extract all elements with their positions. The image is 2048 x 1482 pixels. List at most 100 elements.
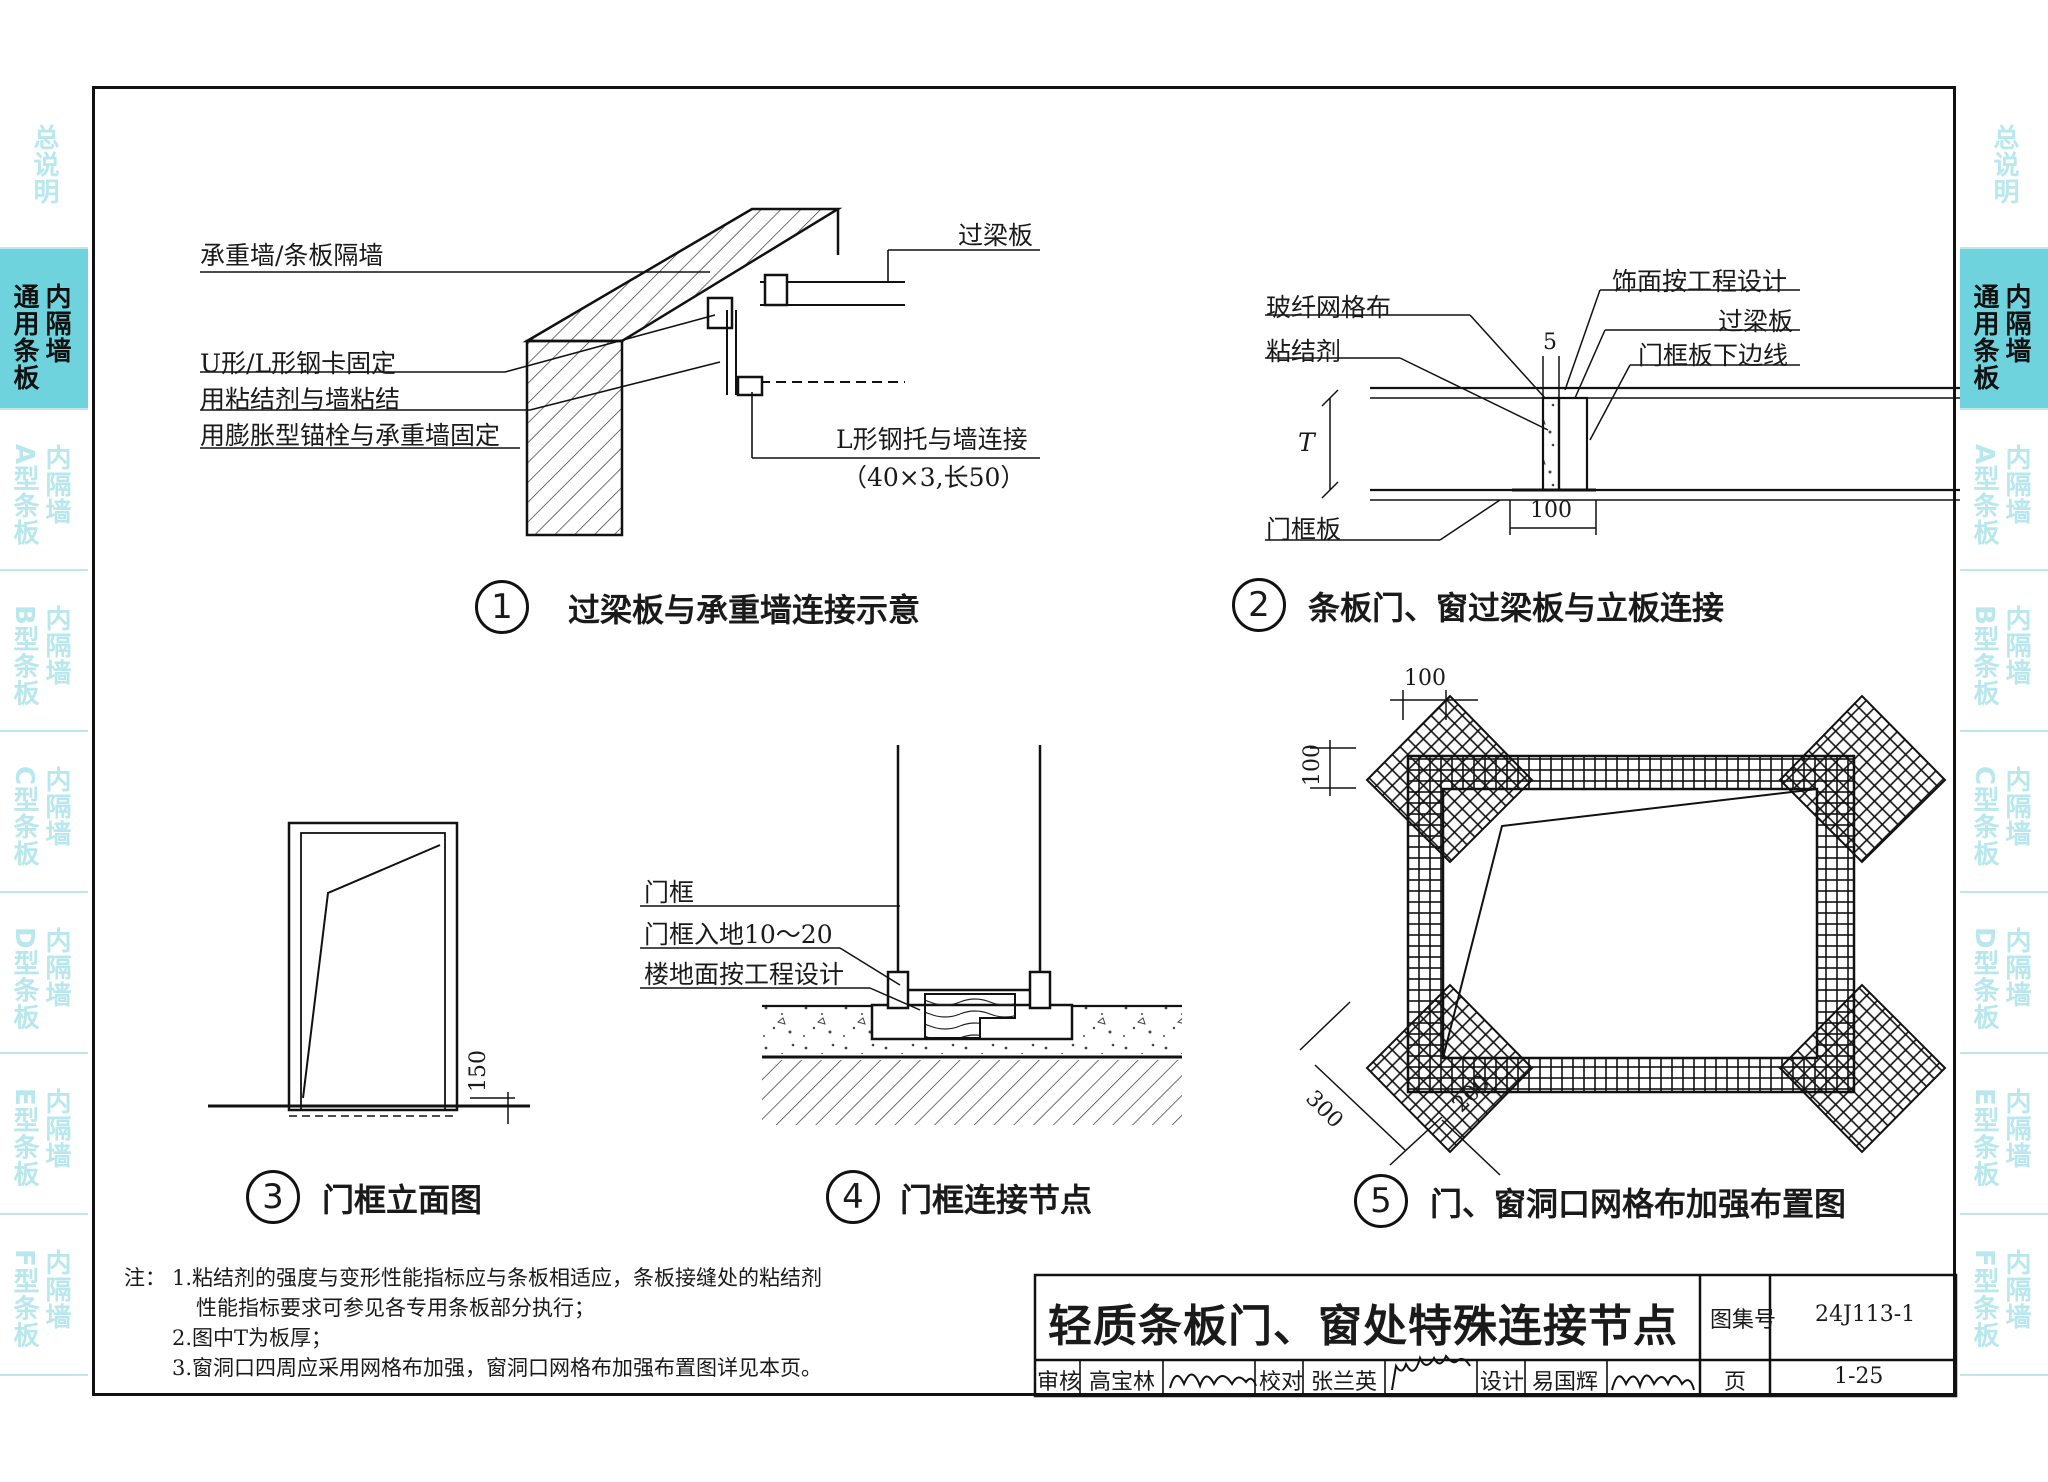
left-tab-sublabel-6: 内隔墙 [41,1088,71,1169]
left-tab-sublabel-4: 内隔墙 [41,766,71,847]
dim-100-left: 100 [1300,744,1325,786]
designer-name: 易国辉 [1532,1370,1599,1395]
diagram-5-number: 5 [1354,1174,1408,1228]
left-tab-sublabel-5: 内隔墙 [41,927,71,1008]
right-tab-label-1: 通用条板 [1969,283,1999,391]
label-frame-board: 门框板 [1266,515,1342,544]
left-tab-sublabel-3: 内隔墙 [41,605,71,686]
right-tab-label-4: C型条板 [1969,766,1999,868]
right-tab-label-2: A型条板 [1969,444,1999,547]
diagram-5-caption: 门、窗洞口网格布加强布置图 [1430,1185,1847,1223]
note-1-cont: 性能指标要求可参见各专用条板部分执行； [196,1296,595,1320]
diagram-4-number: 4 [826,1170,880,1224]
label-adhesive-2: 粘结剂 [1266,337,1342,366]
right-tab-label-5: D型条板 [1969,927,1999,1031]
right-tab-label-6: E型条板 [1969,1088,1999,1188]
left-tab-label-2: A型条板 [9,444,39,547]
label-anchor: 用膨胀型锚栓与承重墙固定 [200,421,501,450]
label-bracket: L形钢托与墙连接 [836,425,1028,454]
dim-t: T [1298,428,1315,457]
label-lintel: 过梁板 [958,221,1034,250]
drawing-frame [92,86,1956,1396]
right-tab-sublabel-5: 内隔墙 [2001,927,2031,1008]
diagram-3-number: 3 [246,1170,300,1224]
atlas-number: 24J113-1 [1815,1302,1916,1327]
page-number: 1-25 [1834,1364,1884,1389]
right-tab-0[interactable]: 总说明 [1960,88,2048,249]
label-clip: U形/L形钢卡固定 [200,349,397,378]
label-adhesive: 用粘结剂与墙粘结 [200,385,401,414]
right-tab-sublabel-3: 内隔墙 [2001,605,2031,686]
right-tab-label-3: B型条板 [1969,605,1999,707]
atlas-label: 图集号 [1710,1308,1777,1333]
left-tab-sublabel-2: 内隔墙 [41,444,71,525]
left-tab-0[interactable]: 总说明 [0,88,88,249]
check-label: 校对 [1259,1370,1304,1395]
diagram-4-caption: 门框连接节点 [900,1181,1093,1219]
designer-signature [1611,1374,1695,1391]
left-tab-label-0: 总说明 [29,124,59,205]
title-block-lines [1033,1273,1958,1398]
left-tab-1[interactable]: 内隔墙通用条板 [0,249,88,410]
diagram-4-lines [640,745,1182,1125]
diagram-3-caption: 门框立面图 [322,1181,483,1219]
left-tab-label-7: F型条板 [9,1249,39,1349]
left-tab-sublabel-1: 内隔墙 [41,283,71,364]
diagram-3-lines [208,821,530,1124]
left-tab-label-4: C型条板 [9,766,39,868]
drawing-title: 轻质条板门、窗处特殊连接节点 [1048,1301,1678,1352]
left-tab-label-6: E型条板 [9,1088,39,1188]
label-bottom-line: 门框板下边线 [1638,341,1789,370]
right-tab-sublabel-2: 内隔墙 [2001,444,2031,525]
label-floor: 楼地面按工程设计 [644,960,845,989]
left-tab-label-5: D型条板 [9,927,39,1031]
dim-150: 150 [466,1050,491,1092]
label-finish: 饰面按工程设计 [1612,267,1788,296]
diagram-2-caption: 条板门、窗过梁板与立板连接 [1308,589,1725,627]
diagram-1-lines [200,207,1040,537]
checker-signature [1391,1354,1471,1391]
diagram-2-number: 2 [1232,578,1286,632]
note-3: 3.窗洞口四周应采用网格布加强，窗洞口网格布加强布置图详见本页。 [172,1356,823,1380]
note-2: 2.图中T为板厚； [172,1326,333,1350]
label-mesh: 玻纤网格布 [1266,293,1392,322]
dim-100-top: 100 [1404,666,1446,691]
signatures [1169,1354,1695,1391]
label-door-frame: 门框 [644,878,695,907]
diagram-1-caption: 过梁板与承重墙连接示意 [568,591,921,629]
left-tab-label-3: B型条板 [9,605,39,707]
label-frame-embed: 门框入地10～20 [644,920,833,949]
notes-prefix: 注： [124,1266,166,1290]
review-label: 审核 [1037,1370,1082,1395]
left-tab-label-1: 通用条板 [9,283,39,391]
right-tab-1[interactable]: 内隔墙通用条板 [1960,249,2048,410]
dim-5: 5 [1543,330,1557,355]
label-bracket-size: （40×3,长50） [842,463,1026,492]
design-label: 设计 [1480,1370,1525,1395]
right-tab-sublabel-1: 内隔墙 [2001,283,2031,364]
page-label: 页 [1724,1370,1747,1395]
right-tab-sublabel-4: 内隔墙 [2001,766,2031,847]
checker-name: 张兰英 [1311,1370,1378,1395]
dim-100: 100 [1530,498,1572,523]
reviewer-signature [1169,1373,1257,1390]
label-lintel-2: 过梁板 [1718,307,1794,336]
diagram-2-lines [1265,289,1960,541]
note-1: 1.粘结剂的强度与变形性能指标应与条板相适应，条板接缝处的粘结剂 [172,1266,823,1290]
diagram-1-number: 1 [475,580,529,634]
